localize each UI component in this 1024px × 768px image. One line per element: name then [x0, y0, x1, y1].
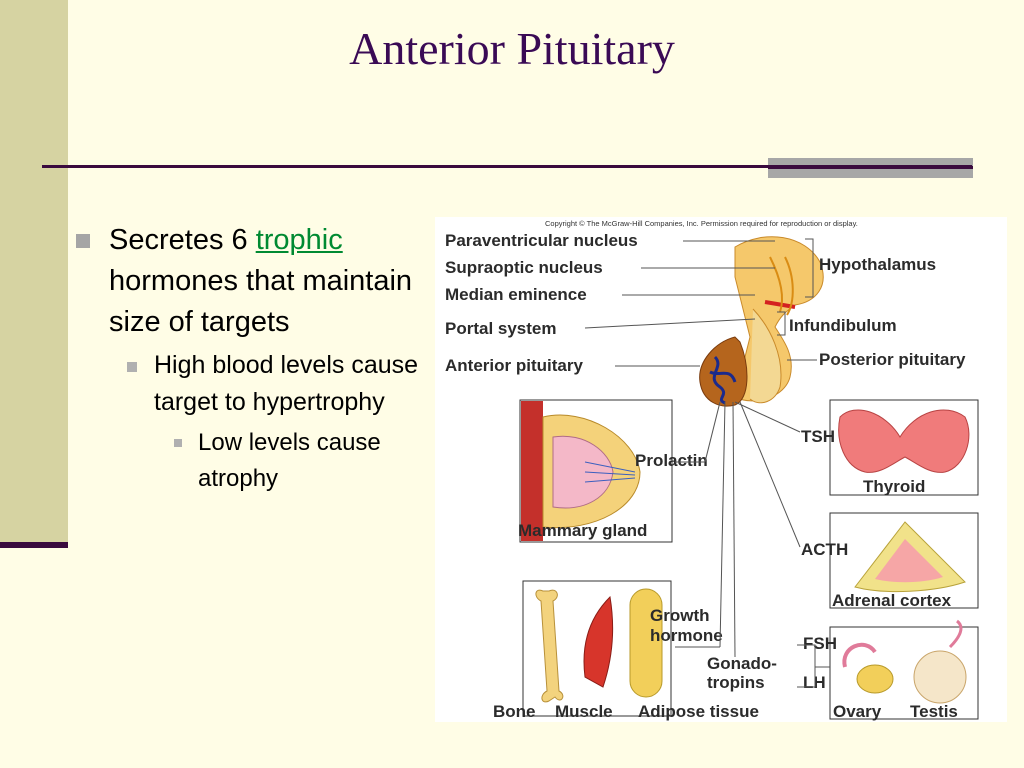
label-lh: LH — [803, 673, 826, 692]
bullet-2-text: High blood levels cause target to hypert… — [154, 351, 419, 416]
label-tropins: tropins — [707, 673, 765, 692]
bone-muscle-adipose-panel — [522, 580, 672, 717]
leader-lines-left — [584, 240, 775, 367]
bullet-square-icon — [127, 362, 137, 372]
bullet-1-text-pre: Secretes 6 — [109, 224, 256, 256]
label-adipose-tissue: Adipose tissue — [638, 702, 759, 721]
label-infundibulum: Infundibulum — [789, 316, 897, 335]
label-anterior-pituitary: Anterior pituitary — [445, 356, 583, 375]
label-median-eminence: Median eminence — [445, 285, 587, 304]
hormone-leader-lines — [675, 401, 830, 688]
bullet-level-3: Low levels cause atrophy — [72, 425, 422, 497]
title-rule — [42, 165, 972, 168]
slide-title: Anterior Pituitary — [349, 23, 675, 74]
pituitary-diagram-svg: Copyright © The McGraw-Hill Companies, I… — [445, 219, 979, 721]
title-rule-end — [768, 166, 973, 169]
label-testis: Testis — [910, 702, 958, 721]
label-prolactin: Prolactin — [635, 451, 708, 470]
bracket-lines-right — [777, 238, 817, 361]
mammary-gland-panel — [519, 399, 673, 543]
label-tsh: TSH — [801, 427, 835, 446]
label-supraoptic: Supraoptic nucleus — [445, 258, 603, 277]
bullet-3-text: Low levels cause atrophy — [198, 429, 381, 492]
label-posterior-pituitary: Posterior pituitary — [819, 350, 966, 369]
copyright-text: Copyright © The McGraw-Hill Companies, I… — [545, 219, 858, 228]
label-hormone: hormone — [650, 626, 723, 645]
label-ovary: Ovary — [833, 702, 882, 721]
left-accent-bar — [0, 0, 68, 548]
bullet-1-text-post: hormones that maintain size of targets — [109, 265, 413, 338]
pituitary-diagram: Copyright © The McGraw-Hill Companies, I… — [435, 217, 1007, 722]
label-gonado: Gonado- — [707, 654, 777, 673]
bullet-level-1: Secretes 6 trophic hormones that maintai… — [72, 220, 422, 343]
label-fsh: FSH — [803, 634, 837, 653]
bullet-list: Secretes 6 trophic hormones that maintai… — [72, 220, 422, 497]
label-growth: Growth — [650, 606, 710, 625]
trophic-link[interactable]: trophic — [255, 224, 343, 256]
thyroid-panel — [829, 399, 979, 496]
label-muscle: Muscle — [555, 702, 613, 721]
bullet-square-icon — [76, 234, 90, 248]
label-adrenal-cortex: Adrenal cortex — [832, 591, 952, 610]
pituitary-illustration — [699, 236, 824, 407]
label-acth: ACTH — [801, 540, 848, 559]
gonads-panel — [829, 619, 979, 720]
label-portal-system: Portal system — [445, 319, 557, 338]
label-thyroid: Thyroid — [863, 477, 925, 496]
label-mammary-gland: Mammary gland — [518, 521, 647, 540]
bullet-square-icon — [174, 439, 182, 447]
label-hypothalamus: Hypothalamus — [819, 255, 936, 274]
label-paraventricular: Paraventricular nucleus — [445, 231, 638, 250]
adrenal-cortex-panel — [829, 512, 979, 609]
label-bone: Bone — [493, 702, 536, 721]
left-accent-underline — [0, 542, 68, 548]
bullet-level-2: High blood levels cause target to hypert… — [72, 347, 422, 421]
